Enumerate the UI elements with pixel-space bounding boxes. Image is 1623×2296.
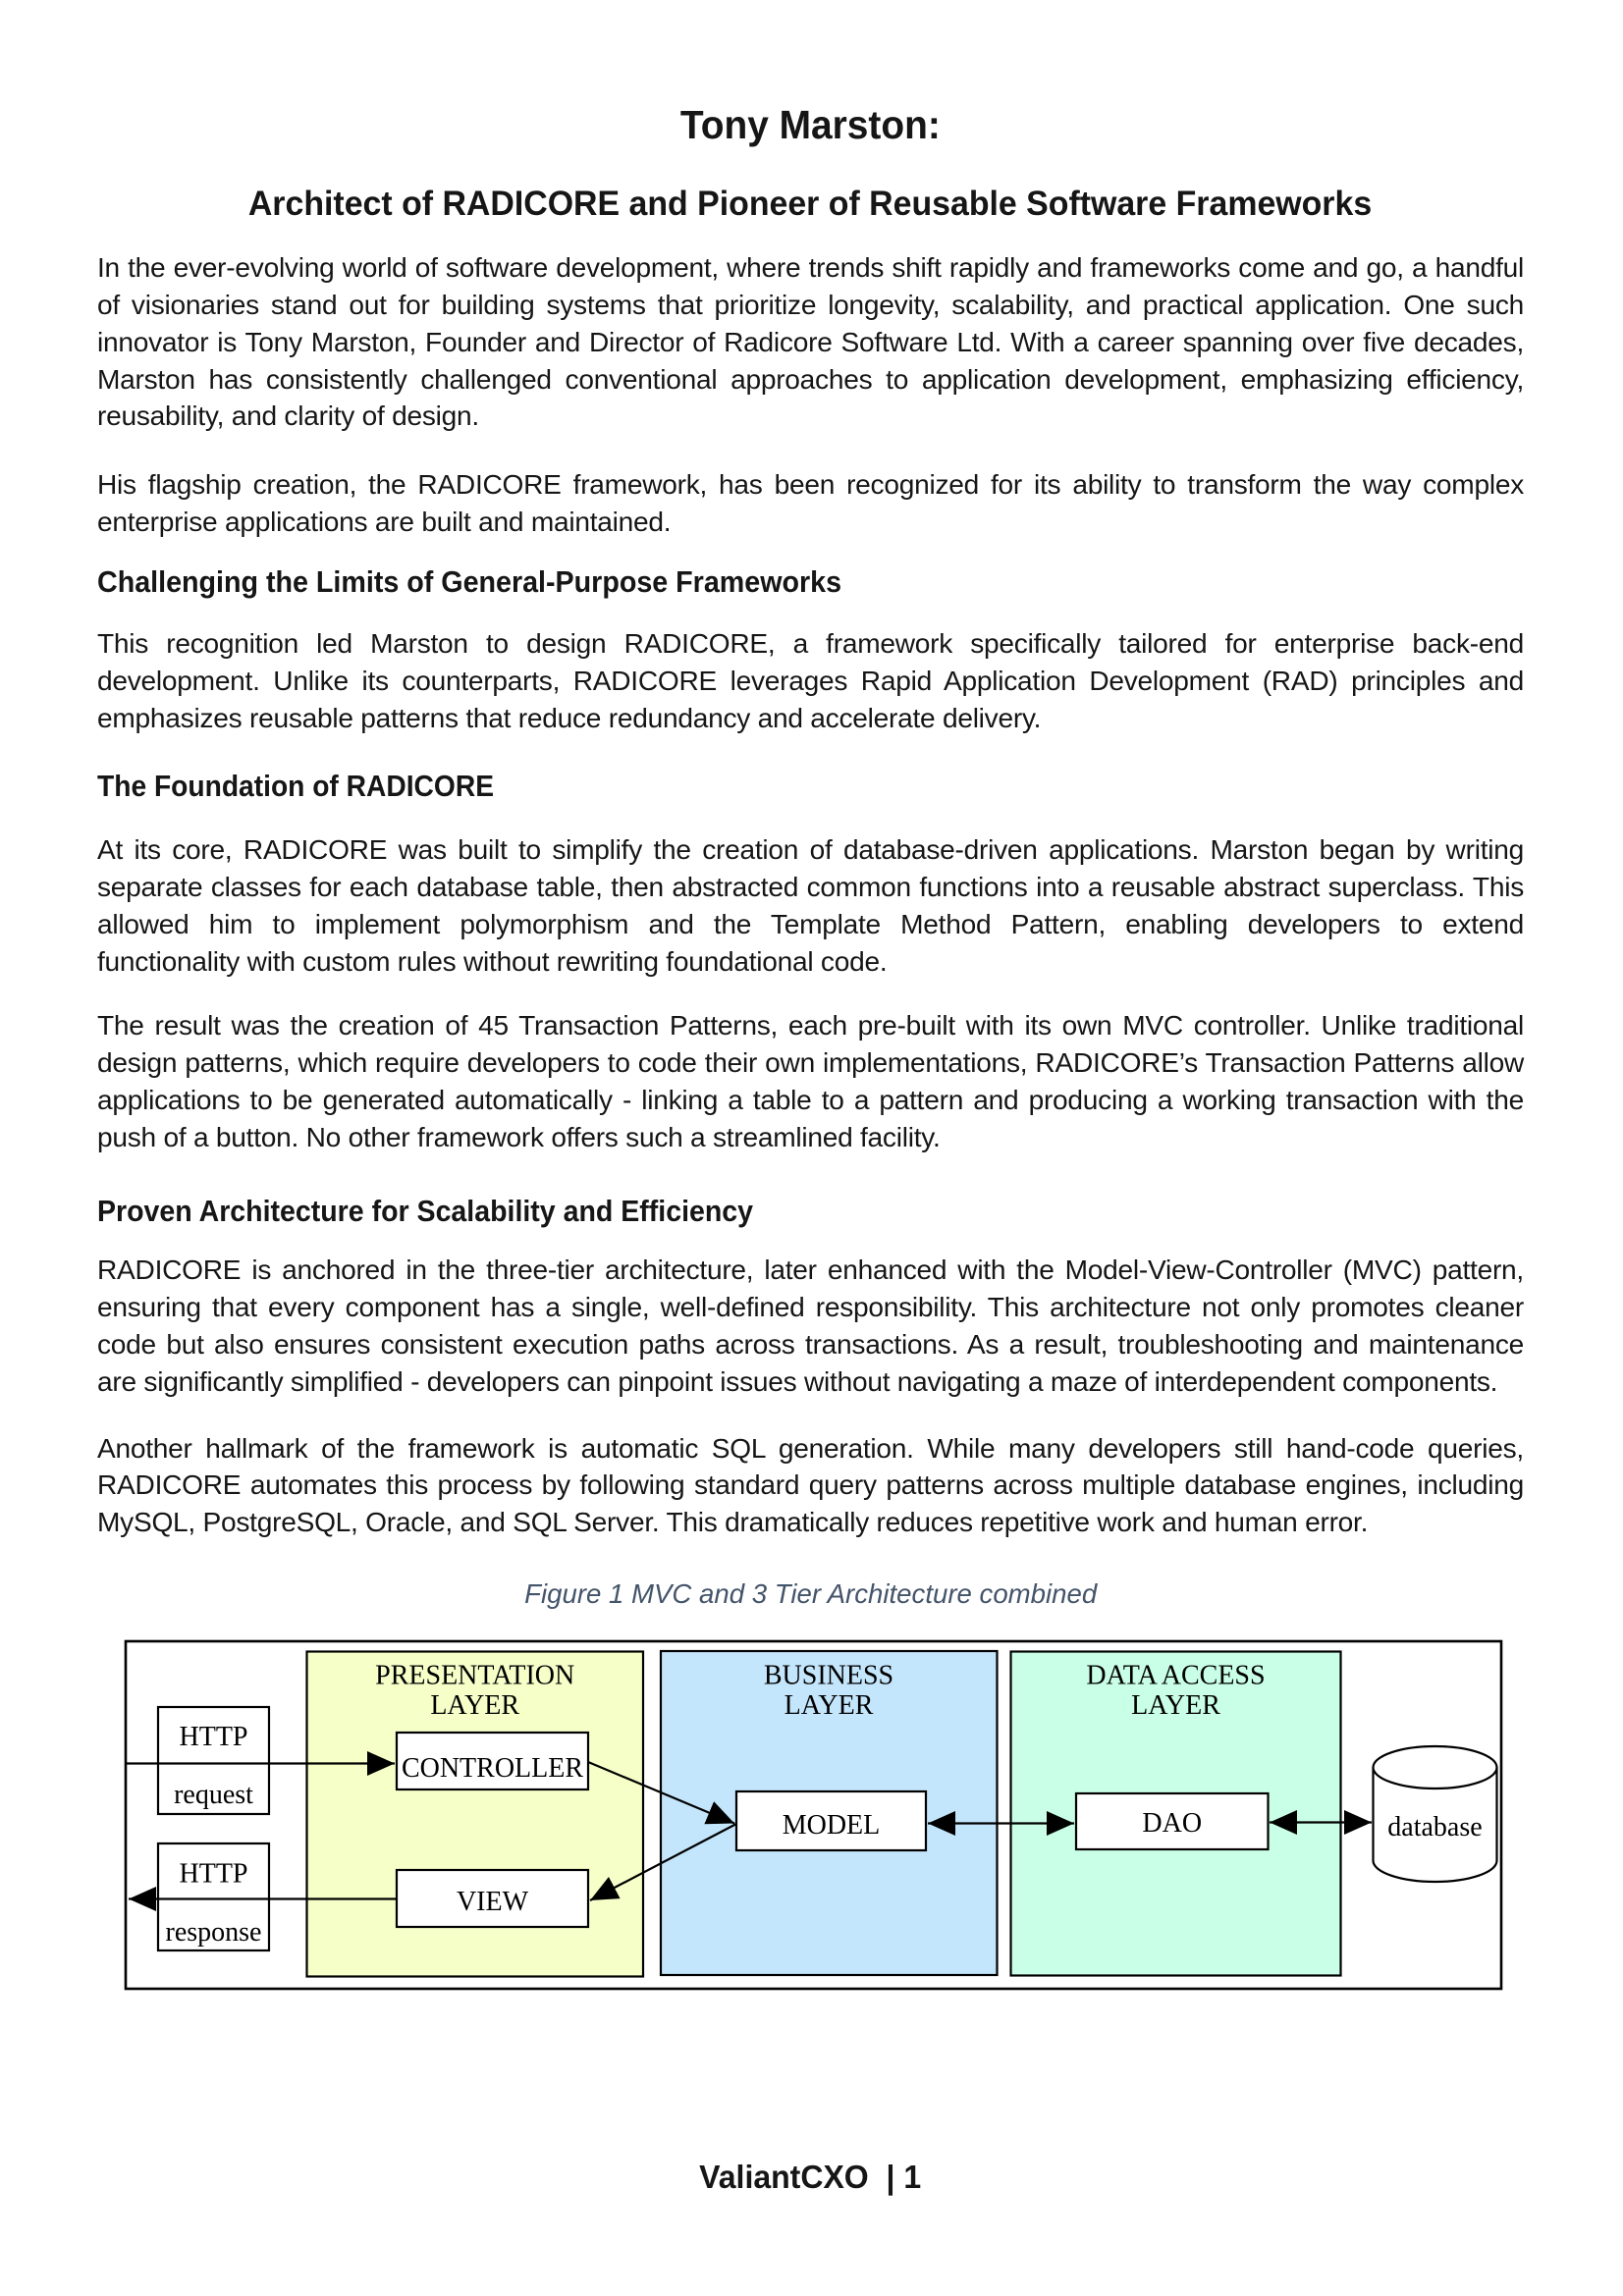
- svg-text:response: response: [166, 1917, 262, 1948]
- svg-text:LAYER: LAYER: [784, 1690, 874, 1721]
- svg-text:CONTROLLER: CONTROLLER: [402, 1753, 583, 1784]
- svg-text:request: request: [174, 1780, 253, 1810]
- svg-text:MODEL: MODEL: [783, 1810, 881, 1841]
- svg-text:VIEW: VIEW: [457, 1887, 529, 1917]
- svg-text:BUSINESS: BUSINESS: [764, 1661, 893, 1691]
- svg-text:DATA ACCESS: DATA ACCESS: [1086, 1661, 1265, 1691]
- svg-text:LAYER: LAYER: [430, 1690, 519, 1721]
- svg-text:database: database: [1387, 1812, 1482, 1842]
- svg-text:DAO: DAO: [1142, 1808, 1202, 1839]
- svg-text:PRESENTATION: PRESENTATION: [375, 1661, 574, 1691]
- svg-text:LAYER: LAYER: [1131, 1690, 1220, 1721]
- svg-text:HTTP: HTTP: [180, 1859, 248, 1890]
- svg-text:HTTP: HTTP: [180, 1722, 248, 1752]
